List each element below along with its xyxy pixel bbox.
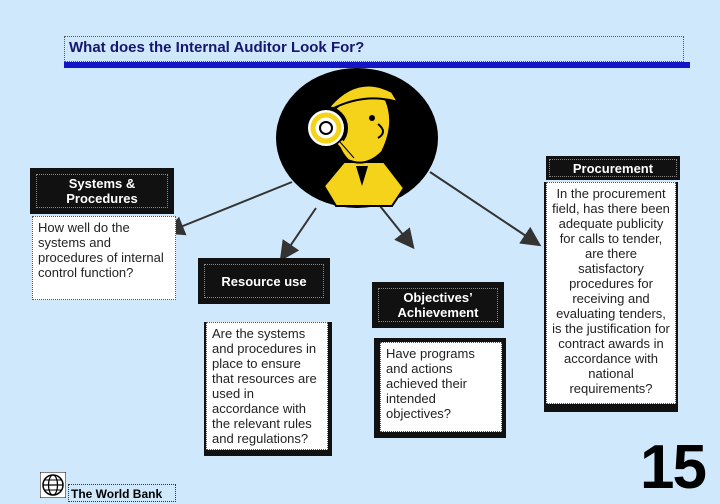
objectives-achievement-body: Have programs and actions achieved their… — [380, 342, 502, 432]
auditor-magnifier-icon — [276, 68, 438, 208]
arrow-to-systems — [164, 181, 293, 236]
procurement-header-label: Procurement — [549, 159, 677, 177]
systems-procedures-header: Systems & Procedures — [30, 168, 174, 214]
page-title: What does the Internal Auditor Look For? — [64, 36, 684, 62]
slide-number: 15 — [640, 433, 707, 502]
systems-procedures-body: How well do the systems and procedures o… — [32, 216, 176, 300]
procurement-body: In the procurement field, has there been… — [546, 182, 676, 404]
arrow-to-objectives — [379, 205, 415, 250]
objectives-achievement-header: Objectives’ Achievement — [372, 282, 504, 328]
procurement-header: Procurement — [546, 156, 680, 180]
resource-use-body: Are the systems and procedures in place … — [206, 322, 328, 450]
resource-use-header: Resource use — [198, 258, 330, 304]
world-bank-logo-text: The World Bank — [68, 484, 176, 502]
objectives-achievement-header-label: Objectives’ Achievement — [378, 288, 498, 322]
systems-procedures-header-label: Systems & Procedures — [36, 174, 168, 208]
resource-use-header-label: Resource use — [204, 264, 324, 298]
arrow-to-resource — [279, 207, 317, 262]
title-underline — [64, 62, 690, 68]
arrow-to-procurement — [429, 171, 542, 247]
globe-icon — [40, 472, 66, 498]
